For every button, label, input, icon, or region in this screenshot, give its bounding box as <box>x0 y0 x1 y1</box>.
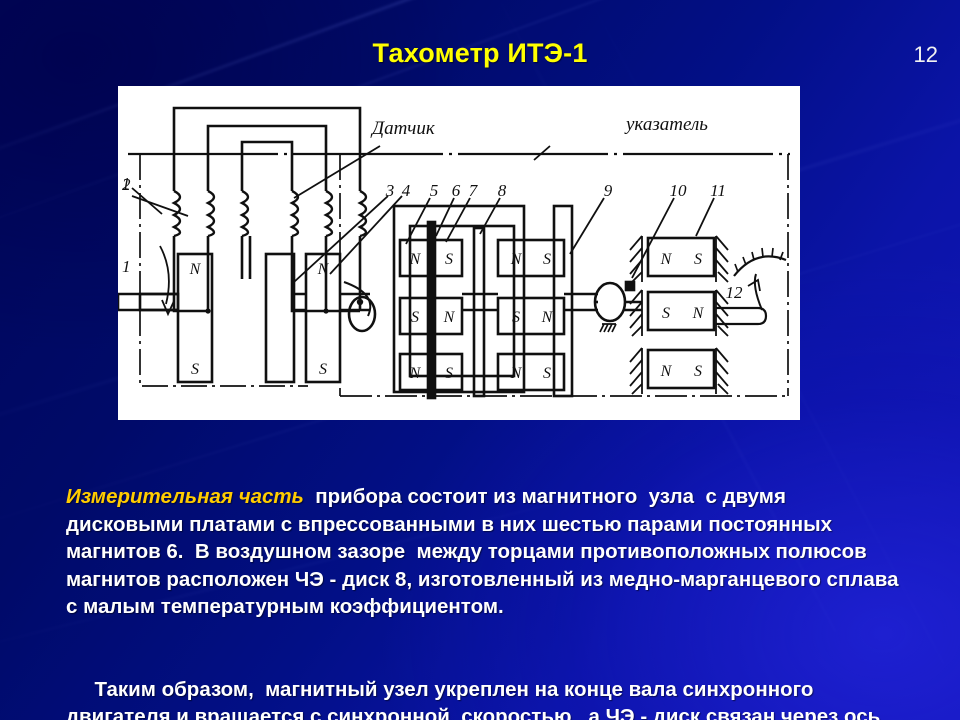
figure-caption-sensor: Датчик <box>370 118 436 139</box>
pole-label-n: N <box>660 363 673 380</box>
figure-callout-8: 8 <box>498 181 507 200</box>
paragraph-2: Таким образом, магнитный узел укреплен н… <box>66 677 881 720</box>
figure-callout-1: 1 <box>122 174 131 193</box>
pole-label-n: N <box>541 309 554 326</box>
pole-label-s: S <box>543 365 551 382</box>
figure-callout-10: 10 <box>670 181 688 200</box>
pole-label-s: S <box>694 251 702 268</box>
figure-callout-5: 5 <box>430 181 439 200</box>
body-text: Измерительная часть прибора состоит из м… <box>66 428 900 720</box>
pole-label-n: N <box>510 365 523 382</box>
figure-callout-6: 6 <box>452 181 461 200</box>
pole-label-n: N <box>409 251 422 268</box>
figure-callout-2-label: 2 <box>122 175 131 194</box>
pole-label-s: S <box>445 251 453 268</box>
pole-label-s: S <box>512 309 520 326</box>
pole-label-s: S <box>694 363 702 380</box>
pole-label-n: N <box>660 251 673 268</box>
figure-callout-11: 11 <box>710 181 726 200</box>
pole-label-s: S <box>411 309 419 326</box>
paragraph-1: Измерительная часть прибора состоит из м… <box>66 483 900 621</box>
pole-label-s: S <box>319 361 327 378</box>
figure-callout-9: 9 <box>604 181 613 200</box>
schematic-drawing: N S N S N S S N N S N S S N N S N S S N … <box>118 86 800 420</box>
tachometer-schematic-figure: N S N S N S S N N S N S S N N S N S S N … <box>118 86 800 420</box>
pole-label-n: N <box>692 305 705 322</box>
figure-callout-12: 12 <box>726 283 744 302</box>
pole-label-n: N <box>510 251 523 268</box>
pole-label-s: S <box>191 361 199 378</box>
page-title: Тахометр ИТЭ-1 <box>372 38 588 68</box>
figure-caption-indicator: указатель <box>624 114 708 135</box>
figure-callout-3: 3 <box>385 181 395 200</box>
page-number: 12 <box>913 42 938 67</box>
figure-callout-7: 7 <box>469 181 479 200</box>
figure-callout-1-label: 1 <box>122 257 131 276</box>
pole-label-s: S <box>445 365 453 382</box>
pole-label-s: S <box>662 305 670 322</box>
figure-callout-4: 4 <box>402 181 411 200</box>
paragraph-1-rest: прибора состоит из магнитного узла с дву… <box>66 485 905 618</box>
pole-label-s: S <box>543 251 551 268</box>
pole-label-n: N <box>189 261 202 278</box>
pole-label-n: N <box>443 309 456 326</box>
pole-label-n: N <box>409 365 422 382</box>
pole-label-n: N <box>317 261 330 278</box>
paragraph-1-lead: Измерительная часть <box>66 485 304 508</box>
